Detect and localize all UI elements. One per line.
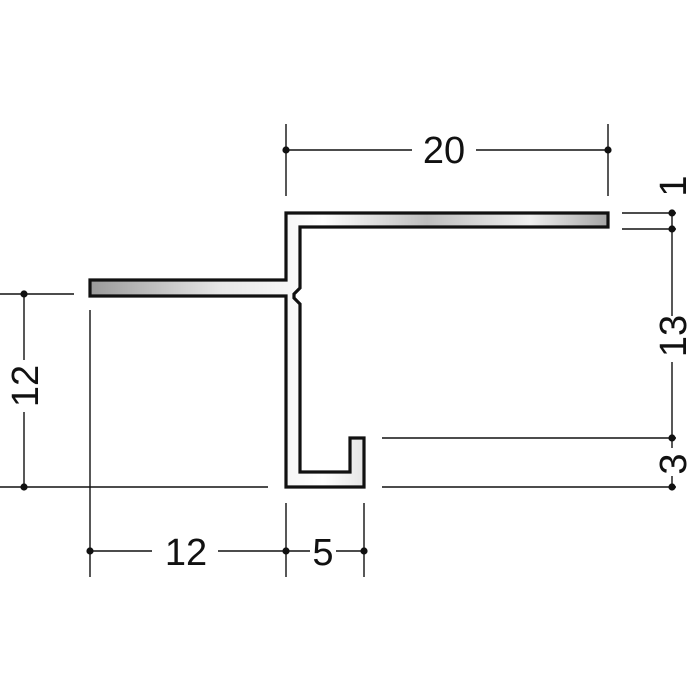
label-bottom-right: 5	[312, 532, 333, 574]
dot-bottom-2	[282, 547, 290, 555]
profile-outline	[88, 211, 610, 489]
dimension-lines	[23, 149, 673, 552]
dot-right-1	[668, 209, 676, 217]
dot-top-right	[604, 146, 612, 154]
label-bottom-left: 12	[165, 532, 207, 574]
dimension-labels: 20 1 13 3 12 12 5	[5, 130, 695, 574]
dot-right-4	[668, 483, 676, 491]
dot-right-3	[668, 434, 676, 442]
dot-left-2	[20, 483, 28, 491]
label-top-width: 20	[423, 130, 465, 172]
label-right-lip: 3	[653, 453, 695, 474]
dot-bottom-3	[360, 547, 368, 555]
label-right-height: 13	[653, 315, 695, 357]
extension-lines	[0, 124, 676, 577]
dot-bottom-1	[86, 547, 94, 555]
dot-right-2	[668, 225, 676, 233]
dot-top-left	[282, 146, 290, 154]
aluminum-profile	[88, 211, 610, 489]
dot-left-1	[20, 290, 28, 298]
dimension-dots	[20, 146, 676, 555]
label-flange-thickness: 1	[653, 175, 695, 196]
label-left-height: 12	[5, 365, 47, 407]
